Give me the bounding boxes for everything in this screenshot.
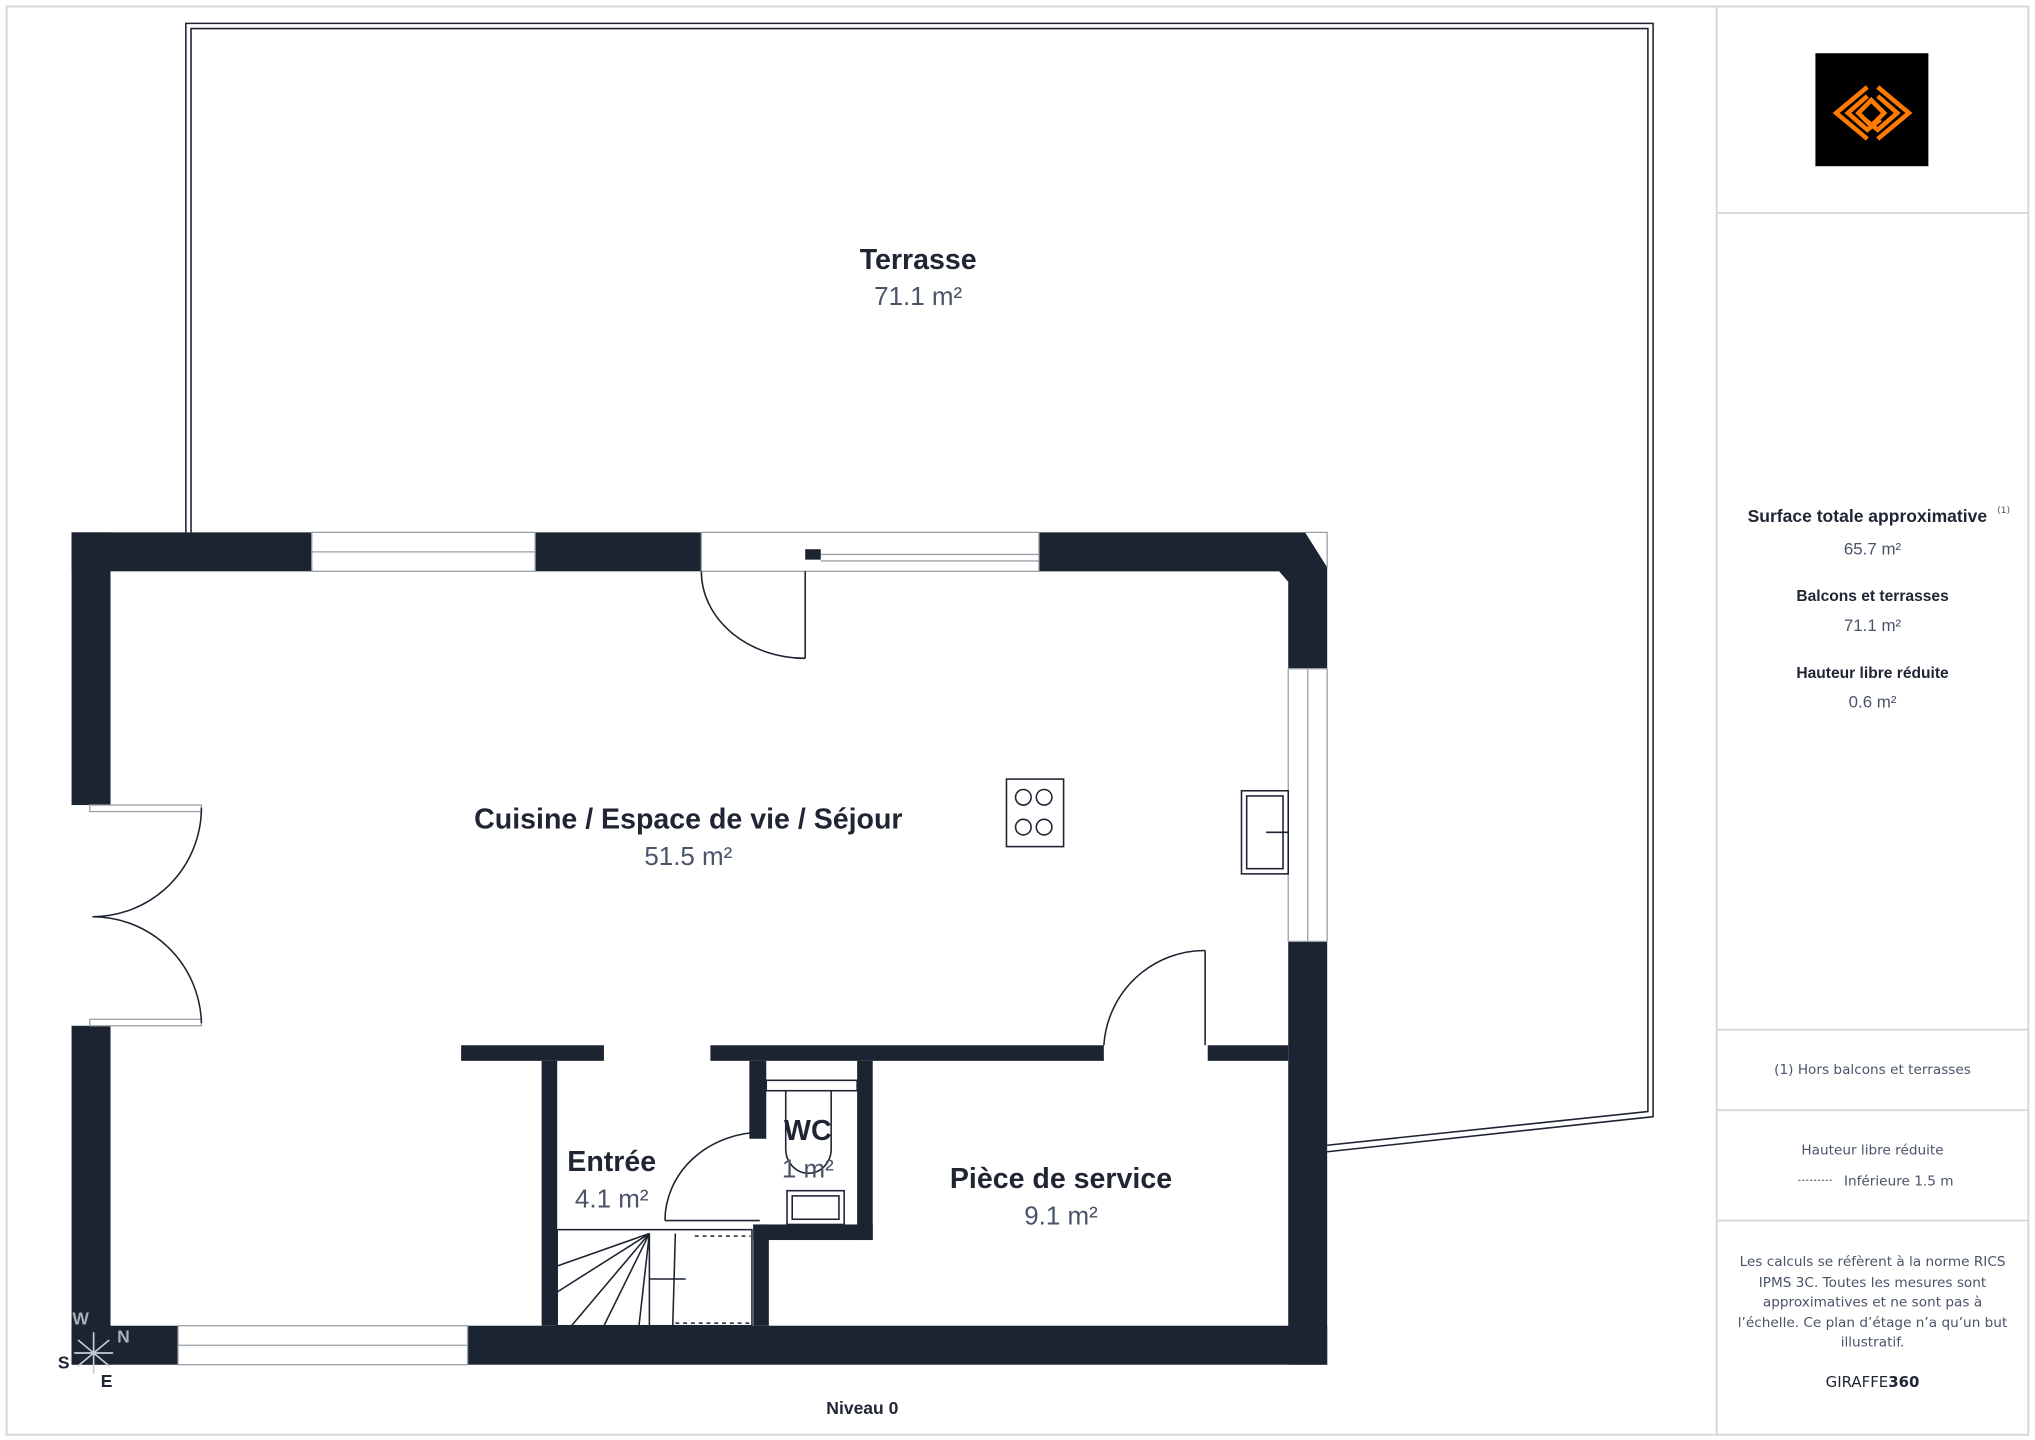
height-label: Hauteur libre réduite (1796, 665, 1949, 682)
total-area-sup: (1) (1997, 506, 2010, 516)
sheet-border (5, 5, 2030, 1436)
room-name-terrasse: Terrasse (860, 244, 977, 276)
svg-text:illustratif.: illustratif. (1841, 1335, 1905, 1351)
walls (71, 532, 1328, 1365)
windows (177, 531, 1328, 1366)
total-area-label: Surface totale approximative (1748, 506, 1988, 526)
height-value: 0.6 m² (1849, 693, 1897, 712)
room-area-living: 51.5 m² (644, 841, 732, 871)
cooktop (1005, 778, 1065, 848)
brand-name: GIRAFFE360 (1826, 1373, 1920, 1391)
legend-title: Hauteur libre réduite (1801, 1142, 1943, 1158)
room-area-entree: 4.1 m² (575, 1184, 649, 1214)
svg-text:IPMS 3C. Toutes les mesures so: IPMS 3C. Toutes les mesures sont (1759, 1275, 1987, 1291)
balcony-label: Balcons et terrasses (1796, 588, 1949, 605)
svg-text:approximatives et ne sont pas: approximatives et ne sont pas à (1763, 1294, 1982, 1310)
terrace-outline (185, 22, 1654, 1153)
room-name-service: Pièce de service (950, 1163, 1172, 1195)
compass-w: W (72, 1308, 89, 1328)
disclaimer: Les calculs se réfèrent à la norme RICS … (1738, 1254, 2008, 1351)
brand-logo (1815, 53, 1929, 167)
footnote: (1) Hors balcons et terrasses (1774, 1062, 1971, 1078)
room-name-entree: Entrée (567, 1146, 656, 1178)
svg-text:Les calculs se réfèrent à la n: Les calculs se réfèrent à la norme RICS (1740, 1254, 2006, 1270)
room-area-wc: 1 m² (782, 1154, 834, 1184)
sink (1240, 789, 1290, 875)
staircase (556, 1228, 753, 1327)
level-label: Niveau 0 (826, 1398, 898, 1418)
svg-text:l’échelle. Ce plan d’étage n’a: l’échelle. Ce plan d’étage n’a qu’un but (1738, 1315, 2008, 1331)
balcony-value: 71.1 m² (1844, 616, 1902, 635)
room-area-service: 9.1 m² (1024, 1200, 1098, 1230)
room-name-living: Cuisine / Espace de vie / Séjour (474, 803, 902, 835)
doors (89, 571, 1206, 1222)
compass-e: E (101, 1371, 113, 1391)
compass-s: S (58, 1353, 70, 1373)
toilet (765, 1079, 858, 1226)
room-name-wc: WC (784, 1115, 832, 1147)
total-area-value: 65.7 m² (1844, 539, 1902, 558)
compass-icon (74, 1332, 114, 1374)
compass-n: N (117, 1327, 130, 1347)
room-area-terrasse: 71.1 m² (874, 281, 962, 311)
legend-item: Inférieure 1.5 m (1844, 1174, 1954, 1190)
